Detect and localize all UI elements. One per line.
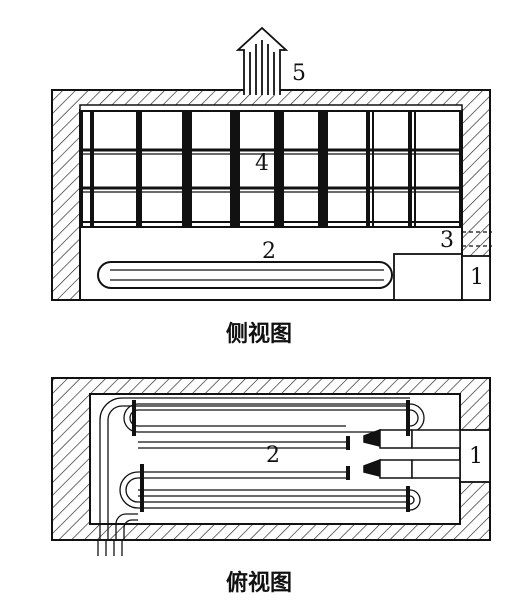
exhaust-arrow xyxy=(235,26,289,95)
side-heater-coil xyxy=(97,261,393,289)
burner-nozzles xyxy=(363,428,461,479)
label-1-side: 1 xyxy=(470,265,484,290)
external-unit-top xyxy=(459,429,491,483)
side-view-caption: 侧视图 xyxy=(226,321,292,347)
tube-clamps xyxy=(132,400,410,512)
dashed-duct xyxy=(462,231,492,247)
side-view: 5 4 2 3 1 侧视图 xyxy=(51,26,492,347)
label-3: 3 xyxy=(440,228,454,253)
label-5: 5 xyxy=(292,61,306,86)
shelf-columns xyxy=(90,111,416,227)
label-1-top: 1 xyxy=(469,444,483,469)
label-2-side: 2 xyxy=(262,239,276,264)
burner-box xyxy=(393,253,463,301)
top-heater-coil xyxy=(97,397,425,556)
label-4: 4 xyxy=(255,151,269,176)
top-view-wall xyxy=(51,377,491,541)
drying-shelves xyxy=(81,110,461,228)
label-2-top: 2 xyxy=(266,443,280,468)
external-unit xyxy=(461,255,491,301)
top-view-caption: 俯视图 xyxy=(226,570,292,596)
top-view: 2 1 俯视图 xyxy=(51,377,491,596)
